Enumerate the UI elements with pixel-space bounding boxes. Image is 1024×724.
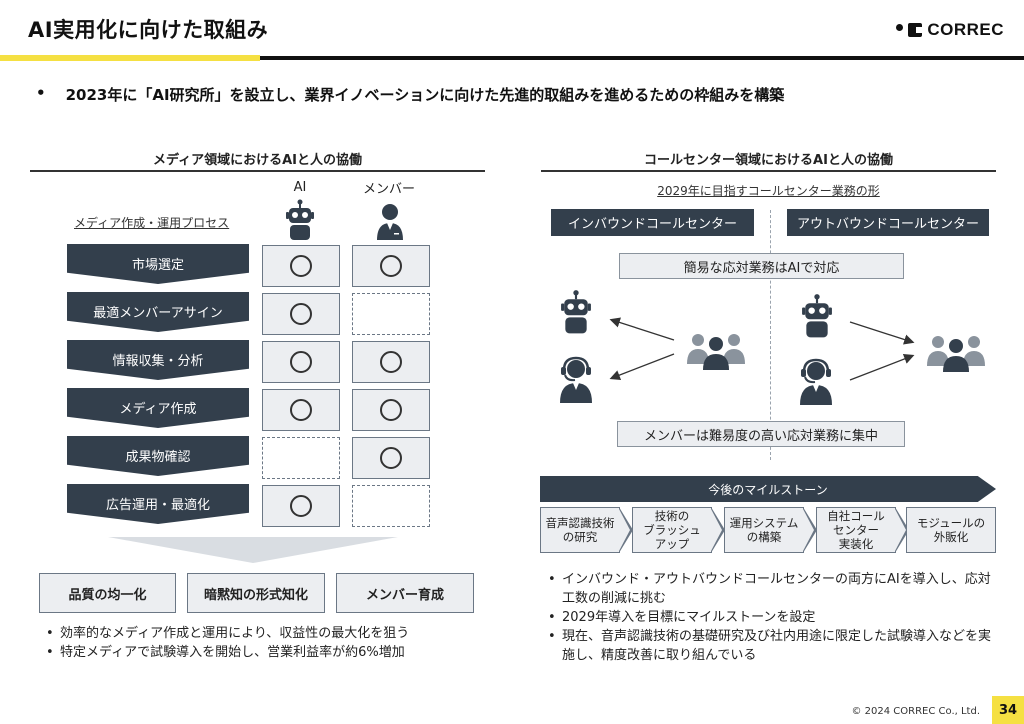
milestone-2: 技術のブラッシュアップ xyxy=(632,507,712,553)
milestone-arrow-fill xyxy=(711,509,722,551)
milestone-heading: 今後のマイルストーン xyxy=(540,476,996,502)
outcome-tacit-knowledge: 暗黙知の形式知化 xyxy=(187,573,325,613)
left-section-heading: メディア領域におけるAIと人の協働 xyxy=(153,153,362,168)
circle-mark-icon xyxy=(380,351,402,373)
milestone-1-line-1: 音声認識技術 xyxy=(545,516,615,530)
step-market-selection: 市場選定 xyxy=(67,244,249,284)
milestone-5-line-2: 外販化 xyxy=(933,530,969,544)
funnel-arrow xyxy=(108,537,398,563)
header-rule-accent xyxy=(0,55,260,61)
left-bullets: 効率的なメディア作成と運用により、収益性の最大化を狙う 特定メディアで試験導入を… xyxy=(44,624,484,662)
robot-icon xyxy=(560,289,592,335)
milestone-3-line-1: 運用システム xyxy=(729,516,799,530)
milestone-2-line-2: ブラッシュ xyxy=(643,523,701,537)
right-section-heading: コールセンター領域におけるAIと人の協働 xyxy=(644,153,893,168)
robot-icon xyxy=(801,293,833,339)
operator-icon xyxy=(557,356,595,404)
step-media-creation: メディア作成 xyxy=(67,388,249,428)
milestone-arrow-fill xyxy=(619,509,630,551)
milestone-arrow-fill xyxy=(803,509,814,551)
circle-mark-icon xyxy=(290,255,312,277)
right-section-rule xyxy=(541,170,996,172)
callcenter-subtitle: 2029年に目指すコールセンター業務の形 xyxy=(657,184,880,198)
lead-statement: • 2023年に「AI研究所」を設立し、業界イノベーションに向けた先進的取組みを… xyxy=(36,84,784,105)
milestone-4-line-1: 自社コール xyxy=(827,509,885,523)
simple-tasks-box: 簡易な応対業務はAIで対応 xyxy=(619,253,904,279)
cell-ai-2 xyxy=(262,293,340,335)
cell-ai-5 xyxy=(262,437,340,479)
cell-member-4 xyxy=(352,389,430,431)
right-bullet-2: 2029年導入を目標にマイルストーンを設定 xyxy=(546,608,996,627)
milestone-5: モジュールの外販化 xyxy=(906,507,996,553)
milestone-1: 音声認識技術の研究 xyxy=(540,507,620,553)
circle-mark-icon xyxy=(380,447,402,469)
logo-dot-icon xyxy=(896,23,904,31)
arrow-icon xyxy=(846,316,918,386)
cell-member-3 xyxy=(352,341,430,383)
outbound-label: アウトバウンドコールセンター xyxy=(787,209,989,236)
left-section-rule xyxy=(30,170,485,172)
page-number: 34 xyxy=(992,696,1024,724)
member-icon xyxy=(375,203,405,241)
step-info-gathering: 情報収集・分析 xyxy=(67,340,249,380)
cell-ai-6 xyxy=(262,485,340,527)
milestone-1-line-2: の研究 xyxy=(562,530,598,544)
milestone-4: 自社コールセンター実装化 xyxy=(816,507,896,553)
step-ad-optimization: 広告運用・最適化 xyxy=(67,484,249,524)
cell-ai-4 xyxy=(262,389,340,431)
logo-mark-icon xyxy=(908,23,923,37)
milestone-2-line-3: アップ xyxy=(654,537,690,551)
circle-mark-icon xyxy=(290,303,312,325)
member-focus-box: メンバーは難易度の高い応対業務に集中 xyxy=(617,421,905,447)
cell-ai-1 xyxy=(262,245,340,287)
outcome-quality: 品質の均一化 xyxy=(39,573,176,613)
right-bullets: インバウンド・アウトバウンドコールセンターの両方にAIを導入し、応対工数の削減に… xyxy=(546,570,996,665)
step-member-assign: 最適メンバーアサイン xyxy=(67,292,249,332)
center-divider xyxy=(770,210,771,460)
column-header-ai: AI xyxy=(293,180,307,195)
milestone-5-line-1: モジュールの xyxy=(916,516,986,530)
left-bullet-1: 効率的なメディア作成と運用により、収益性の最大化を狙う xyxy=(44,624,484,643)
outcome-member-growth: メンバー育成 xyxy=(336,573,474,613)
milestone-arrow-fill xyxy=(895,509,906,551)
left-bullet-2: 特定メディアで試験導入を開始し、営業利益率が約6%増加 xyxy=(44,643,484,662)
robot-icon xyxy=(285,199,315,241)
cell-member-5 xyxy=(352,437,430,479)
group-icon xyxy=(684,330,748,370)
cell-member-6 xyxy=(352,485,430,527)
group-icon xyxy=(924,332,988,372)
cell-member-2 xyxy=(352,293,430,335)
circle-mark-icon xyxy=(380,399,402,421)
right-bullet-1: インバウンド・アウトバウンドコールセンターの両方にAIを導入し、応対工数の削減に… xyxy=(546,570,996,608)
inbound-label: インバウンドコールセンター xyxy=(551,209,754,236)
lead-bullet: • xyxy=(36,84,46,102)
operator-icon xyxy=(797,358,835,406)
circle-mark-icon xyxy=(290,351,312,373)
circle-mark-icon xyxy=(380,255,402,277)
arrow-icon xyxy=(606,314,678,384)
cell-ai-3 xyxy=(262,341,340,383)
milestone-4-line-3: 実装化 xyxy=(838,537,874,551)
milestone-2-line-1: 技術の xyxy=(654,509,690,523)
circle-mark-icon xyxy=(290,495,312,517)
company-logo: CORREC xyxy=(896,20,1004,40)
milestone-4-line-2: センター xyxy=(833,523,879,537)
lead-text: 2023年に「AI研究所」を設立し、業界イノベーションに向けた先進的取組みを進め… xyxy=(65,86,785,104)
page-title: AI実用化に向けた取組み xyxy=(28,18,269,42)
process-label: メディア作成・運用プロセス xyxy=(74,216,230,230)
milestone-3: 運用システムの構築 xyxy=(724,507,804,553)
circle-mark-icon xyxy=(290,399,312,421)
cell-member-1 xyxy=(352,245,430,287)
milestone-3-line-2: の構築 xyxy=(746,530,782,544)
right-bullet-3: 現在、音声認識技術の基礎研究及び社内用途に限定した試験導入などを実施し、精度改善… xyxy=(546,627,996,665)
logo-text: CORREC xyxy=(927,20,1004,39)
step-deliverable-check: 成果物確認 xyxy=(67,436,249,476)
header-rule xyxy=(260,56,1024,60)
copyright: © 2024 CORREC Co., Ltd. xyxy=(851,706,980,717)
column-header-member: メンバー xyxy=(362,182,415,197)
